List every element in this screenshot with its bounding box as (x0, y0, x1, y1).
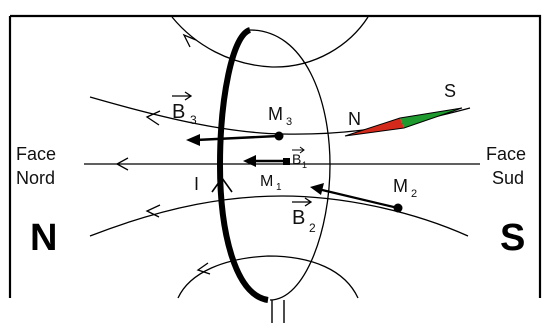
needle-outline (344, 107, 463, 137)
field-line-top-loop (171, 16, 369, 68)
vector-b3 (195, 134, 279, 142)
label-needle-south: S (444, 81, 456, 101)
label-m2-sub: 2 (411, 188, 417, 200)
label-b3-arrow (172, 91, 193, 101)
label-b2-sub: 2 (309, 221, 316, 235)
point-m1 (283, 158, 290, 165)
current-arrow (211, 176, 233, 193)
label-m1-sub: 1 (276, 182, 282, 193)
label-face-sud-1: Face (486, 144, 526, 164)
field-arrow-bottom-loop (196, 262, 211, 275)
vector-b1-head (243, 155, 256, 167)
label-m3: M (268, 104, 283, 124)
point-m3 (274, 131, 284, 141)
label-face-nord-1: Face (16, 144, 56, 164)
coil-front-edge (216, 27, 269, 303)
compass-needle (344, 107, 463, 137)
vector-b3-head (186, 134, 200, 146)
field-arrow-lower (145, 204, 161, 218)
label-pole-south: S (500, 217, 525, 259)
label-b3-sub: 3 (190, 113, 197, 127)
field-arrow-top-loop (182, 33, 197, 48)
label-needle-north: N (348, 109, 361, 129)
label-face-sud-2: Sud (492, 168, 524, 188)
label-pole-north: N (30, 217, 57, 259)
vector-b2 (317, 187, 399, 210)
frame (8, 14, 542, 298)
label-m3-sub: 3 (286, 116, 292, 128)
field-line-bottom-loop (177, 255, 359, 299)
label-current: I (194, 174, 199, 194)
label-b1: B (292, 151, 301, 167)
field-line-lower (89, 195, 469, 237)
vector-b2-head (310, 183, 324, 195)
field-arrow-upper (145, 110, 161, 126)
coil-leads (271, 300, 285, 323)
label-b1-sub: 1 (302, 160, 307, 170)
label-b2: B (292, 207, 305, 229)
label-b2-arrow (292, 197, 313, 207)
point-m2 (393, 203, 403, 213)
field-arrow-axis (115, 157, 129, 171)
label-m2: M (393, 176, 408, 196)
label-b3: B (172, 101, 185, 123)
label-m1: M (260, 173, 273, 190)
label-face-nord-2: Nord (16, 168, 55, 188)
coil-back-edge (249, 29, 331, 301)
label-b1-arrow (292, 146, 305, 154)
